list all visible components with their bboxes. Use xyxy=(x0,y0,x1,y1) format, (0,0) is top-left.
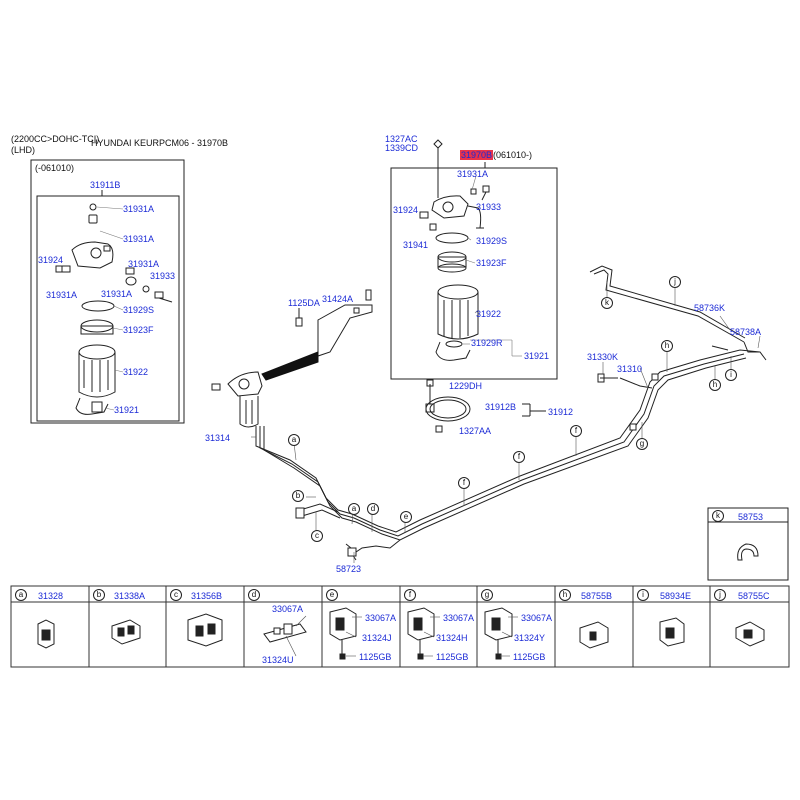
clip-58753 xyxy=(737,543,759,561)
inset-inner-box xyxy=(36,195,180,422)
legend-part-label[interactable]: 33067A xyxy=(365,613,397,623)
part-label[interactable]: 31924 xyxy=(393,205,419,215)
callout-h[interactable]: h xyxy=(709,379,721,391)
part-label[interactable]: 31922 xyxy=(123,367,149,377)
callout-j[interactable]: j xyxy=(669,276,681,288)
legend-letter-f: f xyxy=(404,589,416,601)
highlight-part[interactable]: 31970B xyxy=(460,150,494,160)
part-label[interactable]: 31912 xyxy=(548,407,574,417)
side-box-k xyxy=(707,507,789,581)
part-label[interactable]: 31929R xyxy=(471,338,503,348)
legend-part-label[interactable]: 31356B xyxy=(191,591,223,601)
callout-d[interactable]: d xyxy=(367,503,379,515)
part-label[interactable]: 31931A xyxy=(123,234,155,244)
legend-part-label[interactable]: 58755C xyxy=(738,591,770,601)
part-label[interactable]: 1339CD xyxy=(385,143,419,153)
part-label[interactable]: 58738A xyxy=(730,327,762,337)
main-filter-box xyxy=(390,167,558,380)
callout-i[interactable]: i xyxy=(725,369,737,381)
legend-part-label[interactable]: 31328 xyxy=(38,591,64,601)
part-label[interactable]: 58753 xyxy=(738,512,764,522)
part-label[interactable]: 58723 xyxy=(336,564,362,574)
part-label[interactable]: 31931A xyxy=(101,289,133,299)
legend-letter-i: i xyxy=(637,589,649,601)
part-label[interactable]: 1327AC xyxy=(385,134,418,144)
part-label[interactable]: 31923F xyxy=(123,325,154,335)
header-drive: (LHD) xyxy=(11,145,35,155)
part-label[interactable]: 31929S xyxy=(123,305,155,315)
legend-part-label[interactable]: 33067A xyxy=(521,613,553,623)
legend-part-label[interactable]: 31324H xyxy=(436,633,468,643)
part-label[interactable]: 31314 xyxy=(205,433,231,443)
legend-letter-b: b xyxy=(93,589,105,601)
part-label[interactable]: 31933 xyxy=(150,271,176,281)
part-label[interactable]: 31931A xyxy=(128,259,160,269)
legend-part-label[interactable]: 31324J xyxy=(362,633,392,643)
header-title: HYUNDAI KEURPCM06 - 31970B xyxy=(91,138,229,148)
callout-g[interactable]: g xyxy=(636,438,648,450)
legend-letter-g: g xyxy=(481,589,493,601)
legend-part-label[interactable]: 31338A xyxy=(114,591,146,601)
legend-letter-a: a xyxy=(15,589,27,601)
legend-letter-h: h xyxy=(559,589,571,601)
part-label[interactable]: 58736K xyxy=(694,303,726,313)
legend-part-label[interactable]: 1125GB xyxy=(436,652,469,662)
callout-a[interactable]: a xyxy=(348,503,360,515)
part-label[interactable]: 31330K xyxy=(587,352,619,362)
part-label[interactable]: 31941 xyxy=(403,240,429,250)
callout-f[interactable]: f xyxy=(570,425,582,437)
legend-part-label[interactable]: 58755B xyxy=(581,591,613,601)
inset-outer-box xyxy=(30,159,185,424)
part-label[interactable]: 1229DH xyxy=(449,381,483,391)
side-box-letter: k xyxy=(712,510,724,522)
callout-e[interactable]: e xyxy=(400,511,412,523)
part-label[interactable]: 31921 xyxy=(114,405,140,415)
legend-part-label[interactable]: 58934E xyxy=(660,591,692,601)
part-label[interactable]: 31911B xyxy=(90,180,121,190)
legend-part-label[interactable]: 33067A xyxy=(443,613,475,623)
legend-letter-d: d xyxy=(248,589,260,601)
part-label[interactable]: 31929S xyxy=(476,236,508,246)
legend-part-label[interactable]: 1125GB xyxy=(359,652,392,662)
part-label[interactable]: 31931A xyxy=(457,169,489,179)
part-label[interactable]: 31310 xyxy=(617,364,643,374)
callout-f[interactable]: f xyxy=(513,451,525,463)
part-label[interactable]: 1125DA xyxy=(288,298,320,308)
part-label[interactable]: 31922 xyxy=(476,309,502,319)
legend-letter-e: e xyxy=(326,589,338,601)
callout-k[interactable]: k xyxy=(601,297,613,309)
part-label[interactable]: 31912B xyxy=(485,402,517,412)
part-label[interactable]: 31424A xyxy=(322,294,354,304)
callout-c[interactable]: c xyxy=(311,530,323,542)
part-label[interactable]: 31931A xyxy=(46,290,78,300)
legend-part-label[interactable]: 33067A xyxy=(272,604,304,614)
callout-a[interactable]: a xyxy=(288,434,300,446)
callout-f[interactable]: f xyxy=(458,477,470,489)
legend-part-label[interactable]: 31324Y xyxy=(514,633,546,643)
part-label[interactable]: 1327AA xyxy=(459,426,492,436)
callout-b[interactable]: b xyxy=(292,490,304,502)
highlight-part-label[interactable]: 31970B(061010-) xyxy=(460,150,532,160)
part-label[interactable]: 31921 xyxy=(524,351,550,361)
legend-letter-c: c xyxy=(170,589,182,601)
legend-part-label[interactable]: 1125GB xyxy=(513,652,546,662)
legend-letter-j: j xyxy=(714,589,726,601)
part-label[interactable]: 31931A xyxy=(123,204,155,214)
header-variant: (2200CC>DOHC-TCI) xyxy=(11,134,100,144)
legend-part-label[interactable]: 31324U xyxy=(262,655,294,665)
main-date-range: (061010-) xyxy=(493,150,533,160)
callout-h[interactable]: h xyxy=(661,340,673,352)
part-label[interactable]: 31923F xyxy=(476,258,507,268)
part-label[interactable]: 31933 xyxy=(476,202,502,212)
inset-date-range: (-061010) xyxy=(35,163,75,173)
part-label[interactable]: 31924 xyxy=(38,255,64,265)
